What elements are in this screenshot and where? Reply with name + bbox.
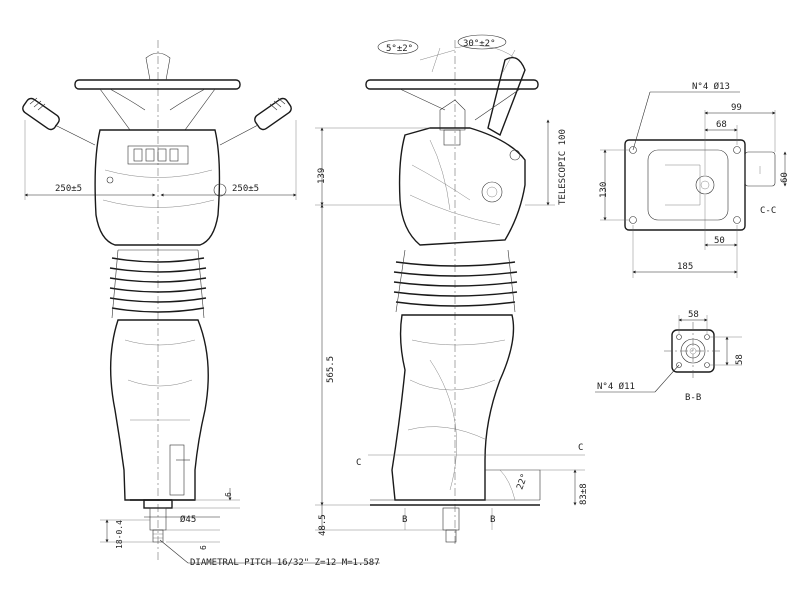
dim-foot-diameter: Ø45 <box>180 514 196 525</box>
bb-holes: N°4 Ø11 <box>597 381 635 392</box>
dim-83: 83±8 <box>579 483 589 505</box>
side-head <box>398 127 526 246</box>
dim-18: 18-0.4 <box>115 520 124 549</box>
left-grip <box>22 97 96 146</box>
cc-dim-68: 68 <box>716 120 727 130</box>
section-b-left: B <box>402 515 407 525</box>
telescopic-label: TELESCOPIC 100 <box>558 129 568 205</box>
side-handlebar: 5°±2° 30°±2° <box>365 34 539 146</box>
angle-30: 30°±2° <box>463 39 496 49</box>
cc-dim-130: 130 <box>599 182 609 198</box>
dim-48: 48.5 <box>318 514 328 536</box>
dim-left-width: 250±5 <box>55 184 82 194</box>
bb-title: B-B <box>685 393 701 403</box>
side-bellows <box>393 249 518 313</box>
cc-dim-99: 99 <box>731 103 742 113</box>
bb-dim-58-top: 58 <box>688 310 699 320</box>
cc-holes: N°4 Ø13 <box>692 81 730 92</box>
cc-title: C-C <box>760 206 776 216</box>
right-grip <box>219 97 292 146</box>
section-b-right: B <box>490 515 495 525</box>
lower-body <box>109 319 209 501</box>
dim-565: 565.5 <box>326 356 336 383</box>
angle-5: 5°±2° <box>386 44 413 54</box>
bb-dim-58-side: 58 <box>735 354 745 365</box>
dim-139: 139 <box>317 168 327 184</box>
section-c-right: C <box>578 443 583 453</box>
side-lower-body <box>391 314 515 501</box>
section-c-left: C <box>356 458 361 468</box>
dim-right-width: 250±5 <box>232 184 259 194</box>
bellows <box>109 249 207 319</box>
front-view: 250±5 250±5 Ø45 6 6 18-0.4 DIAMETRAL PIT… <box>22 40 380 568</box>
cc-dim-60: 60 <box>780 172 790 183</box>
cc-dim-50: 50 <box>714 236 725 246</box>
thread-note: DIAMETRAL PITCH 16/32" Z=12 M=1.587 <box>190 558 380 568</box>
handlebar <box>74 52 241 131</box>
angle-22: 22° <box>515 472 530 491</box>
engine-head <box>94 129 227 246</box>
dim-6-top: 6 <box>224 492 233 497</box>
side-view: 5°±2° 30°±2° <box>315 34 589 545</box>
section-cc: N°4 Ø13 99 68 130 60 50 185 C-C <box>599 81 790 278</box>
section-bb: 58 58 N°4 Ø11 B-B <box>595 310 745 403</box>
dim-6-bottom: 6 <box>199 545 208 550</box>
cc-dim-185: 185 <box>677 262 693 272</box>
